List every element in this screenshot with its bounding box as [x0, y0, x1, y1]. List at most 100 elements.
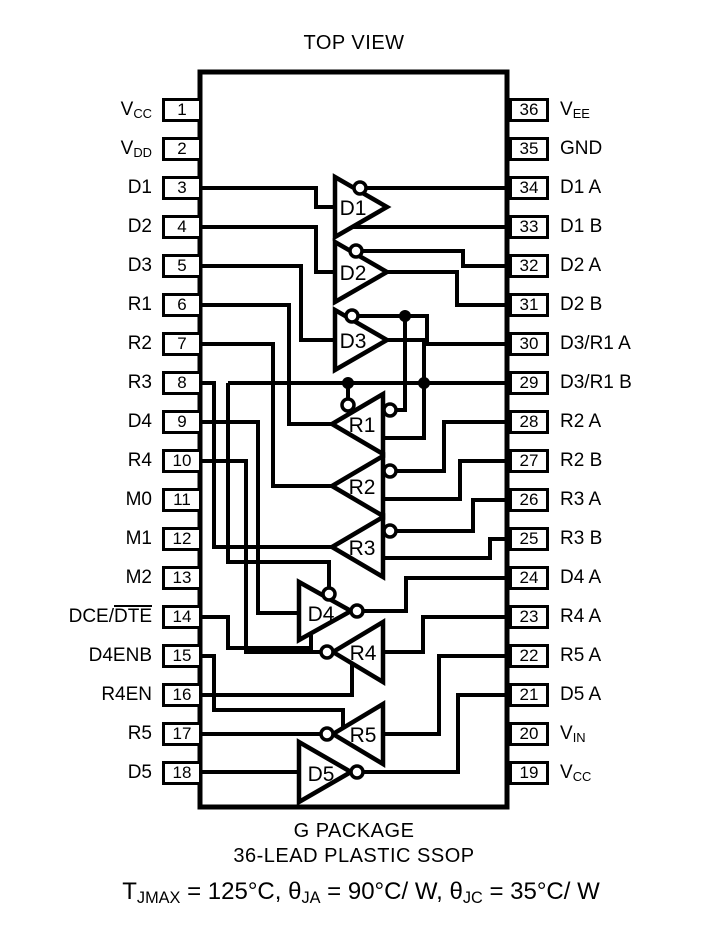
overlined-text: DTE [114, 605, 152, 627]
receiver-triangle-r2 [327, 452, 386, 520]
pin-label: M0 [0, 488, 152, 512]
text-run: D2 B [560, 294, 603, 315]
pin-number-box: 29 [509, 371, 549, 395]
pin-number-box: 8 [162, 371, 202, 395]
pin-label: D3/R1 A [560, 332, 631, 356]
receiver-triangle-r5 [328, 700, 386, 768]
pin-row-right-35: GND 35 [0, 137, 722, 161]
pin-number-box: 20 [509, 722, 549, 746]
text-run: R4 [127, 450, 152, 471]
wire-d3r1b-d4-branch [226, 383, 331, 588]
wire-d1-input [196, 186, 335, 209]
buffer-triangles [296, 173, 392, 806]
inversion-bubbles [319, 180, 398, 780]
wire-d3-input [196, 264, 335, 342]
wire-d4a [363, 576, 511, 613]
pin-number-box: 7 [162, 332, 202, 356]
wire-r3a [396, 498, 511, 533]
pin-number-box: 32 [509, 254, 549, 278]
pin-label: D5 [0, 761, 152, 785]
wire-d2b [387, 270, 511, 307]
wire-d2a [362, 249, 511, 268]
pin-label: VIN [560, 722, 586, 747]
pin-label: VDD [0, 137, 152, 162]
driver-triangle-d2 [332, 238, 392, 306]
wire-d5a [363, 693, 511, 774]
bubble-d1a-icon [352, 180, 368, 196]
pin-label: R3 A [560, 488, 601, 512]
buffer-label-d4: D4 [308, 603, 335, 626]
bubble-d2a-icon [348, 243, 364, 259]
receiver-triangle-r4 [328, 618, 386, 686]
pin-number-box: 15 [162, 644, 202, 668]
junction-dot [418, 377, 430, 389]
text-run: DCE/ [68, 606, 114, 627]
subscript: CC [572, 769, 592, 785]
text-run: D4 [127, 411, 152, 432]
text-run: M0 [125, 489, 152, 510]
pin-row-left-2: VDD 2 [0, 137, 722, 161]
bubble-r1-top-icon [340, 397, 356, 413]
pin-number-box: 35 [509, 137, 549, 161]
buffer-label-d3: D3 [340, 330, 367, 353]
pin-number-box: 19 [509, 761, 549, 785]
subscript: JA [301, 889, 321, 908]
pin-number-box: 26 [509, 488, 549, 512]
bubble-r3-input-icon [382, 523, 398, 539]
pin-label: GND [560, 137, 602, 161]
text-run: T [122, 878, 137, 905]
text-run: GND [560, 138, 603, 159]
text-run: D3/R1 A [560, 333, 631, 354]
wire-d3r1a [358, 314, 511, 346]
buffer-label-r5: R5 [350, 724, 377, 747]
text-run: M1 [125, 528, 152, 549]
pin-number-box: 9 [162, 410, 202, 434]
bubble-d4-enable-icon [321, 586, 337, 602]
pin-label: R2 A [560, 410, 601, 434]
text-run: = 90°C/ W, [320, 878, 450, 905]
text-run: V [120, 138, 134, 159]
text-run: = 125°C, [180, 878, 289, 905]
pin-number-box: 31 [509, 293, 549, 317]
bubble-d5-output-icon [349, 764, 365, 780]
text-run: R2 B [560, 450, 603, 471]
pin-number-box: 24 [509, 566, 549, 590]
driver-triangle-d3 [332, 306, 392, 374]
text-run: R3 B [560, 528, 603, 549]
pin-label: M2 [0, 566, 152, 590]
pin-row-right-27: R2 B 27 [0, 449, 722, 473]
pin-number-box: 2 [162, 137, 202, 161]
pin-row-right-26: R3 A 26 [0, 488, 722, 512]
pin-number-box: 27 [509, 449, 549, 473]
subscript: CC [133, 106, 152, 122]
pin-number-box: 5 [162, 254, 202, 278]
pin-number-box: 23 [509, 605, 549, 629]
buffer-label-d5: D5 [308, 763, 335, 786]
wire-d3r1a-branch [396, 316, 407, 412]
text-run: V [560, 762, 573, 783]
buffer-label-r4: R4 [350, 642, 377, 665]
pin-row-left-9: D4 9 [0, 410, 722, 434]
text-run: D1 [127, 177, 152, 198]
wires [196, 186, 511, 774]
package-name: G PACKAGE [293, 820, 415, 842]
